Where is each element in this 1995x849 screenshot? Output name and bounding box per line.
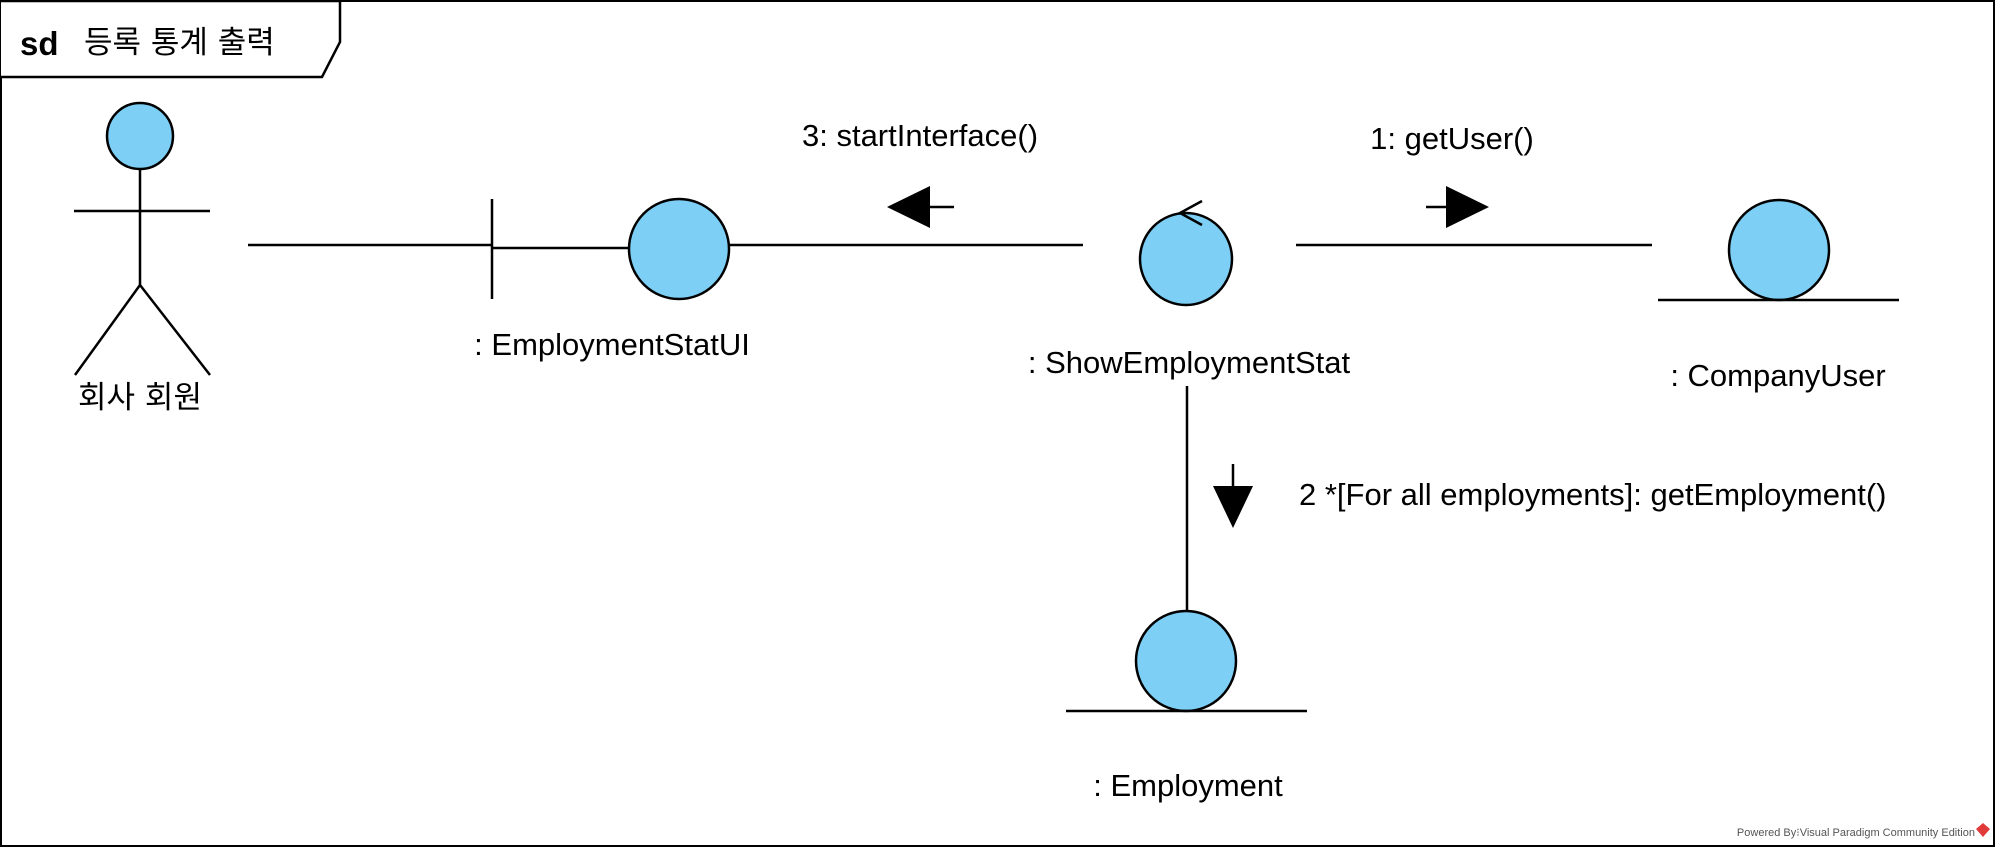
- boundary-circle: [627, 197, 731, 301]
- powered-by-footer: Powered By⁝Visual Paradigm Community Edi…: [1737, 827, 1975, 839]
- control-label: : ShowEmploymentStat: [1028, 345, 1351, 380]
- message-2-arrow: [1213, 464, 1253, 528]
- actor-label: 회사 회원: [78, 380, 202, 416]
- control-show-employment-stat[interactable]: [1138, 199, 1234, 307]
- entity-company-user[interactable]: [1658, 198, 1899, 302]
- entity-circle: [1134, 609, 1238, 713]
- employment-label: : Employment: [1093, 768, 1283, 803]
- frame-title: 등록 통계 출력: [84, 25, 275, 61]
- control-arrowhead: [1177, 199, 1203, 227]
- message-2-label: 2 *[For all employments]: getEmployment(…: [1299, 477, 1887, 512]
- frame-keyword: sd: [20, 25, 59, 62]
- entity-employment[interactable]: [1066, 609, 1307, 713]
- frame-title-box: [1, 0, 342, 79]
- message-1-arrow: [1426, 186, 1489, 228]
- actor-left-leg: [73, 284, 142, 376]
- entity-circle: [1727, 198, 1831, 302]
- message-3-arrow: [887, 186, 954, 228]
- actor-right-leg: [139, 284, 211, 376]
- boundary-label: : EmploymentStatUI: [474, 327, 750, 362]
- control-circle: [1138, 211, 1234, 307]
- message-3-label: 3: startInterface(): [802, 118, 1038, 153]
- actor-company-member[interactable]: [73, 101, 211, 376]
- visual-paradigm-logo-icon: [1976, 823, 1990, 837]
- message-1-label: 1: getUser(): [1370, 121, 1534, 156]
- actor-head: [105, 101, 175, 171]
- companyuser-label: : CompanyUser: [1670, 358, 1885, 393]
- boundary-employment-stat-ui[interactable]: [490, 197, 731, 301]
